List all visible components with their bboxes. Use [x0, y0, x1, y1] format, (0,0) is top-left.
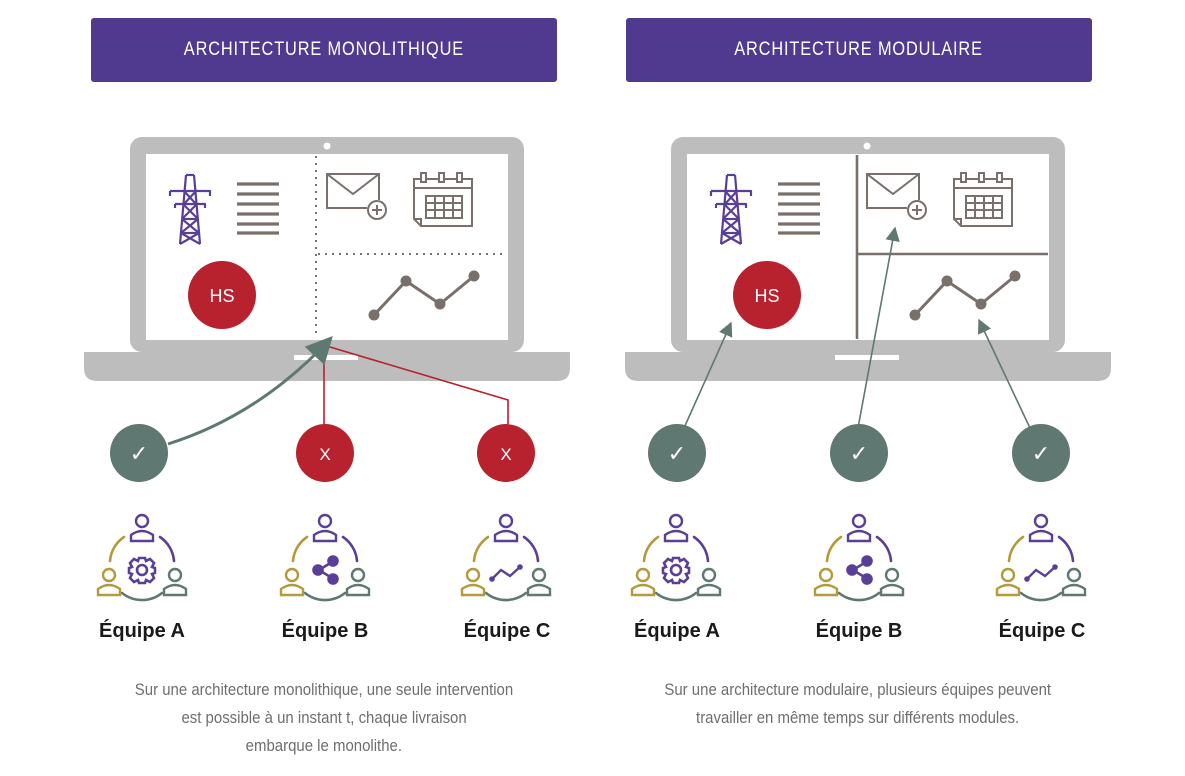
status-team-a-modular: ✓ — [648, 424, 706, 482]
check-icon: ✓ — [668, 442, 686, 467]
hs-label: HS — [209, 286, 234, 306]
team-gear-icon — [96, 513, 188, 602]
monolith-arrow-a — [167, 336, 333, 446]
banner-title: ARCHITECTURE MONOLITHIQUE — [183, 39, 465, 60]
team-chart-icon — [460, 513, 552, 602]
laptop-monolithique — [84, 137, 570, 381]
team-a-label: Équipe A — [634, 619, 720, 642]
hs-badge: HS — [188, 261, 256, 329]
status-team-c-modular: ✓ — [1012, 424, 1070, 482]
caption-line: embarque le monolithe. — [245, 736, 403, 755]
caption-modulaire: Sur une architecture modulaire, plusieur… — [608, 676, 1108, 732]
banner-monolithique: ARCHITECTURE MONOLITHIQUE — [91, 18, 557, 82]
banner-modulaire: ARCHITECTURE MODULAIRE — [626, 18, 1092, 82]
check-icon: ✓ — [850, 442, 868, 467]
status-team-c-monolith: X — [477, 424, 535, 482]
team-a-label: Équipe A — [99, 619, 185, 642]
module-dividers — [855, 155, 1048, 339]
modular-arrows — [683, 226, 1031, 429]
status-team-b-modular: ✓ — [830, 424, 888, 482]
status-team-b-monolith: X — [296, 424, 354, 482]
caption-line: Sur une architecture monolithique, une s… — [134, 680, 514, 699]
status-team-a-monolith: ✓ — [110, 424, 168, 482]
team-b-label: Équipe B — [816, 619, 903, 642]
check-icon: ✓ — [130, 442, 148, 467]
team-c-label: Équipe C — [464, 619, 551, 642]
x-icon: X — [319, 445, 330, 464]
team-share-icon — [813, 513, 905, 602]
caption-monolithique: Sur une architecture monolithique, une s… — [74, 676, 574, 760]
banner-title: ARCHITECTURE MODULAIRE — [734, 39, 984, 60]
team-c-label: Équipe C — [999, 619, 1086, 642]
hs-label: HS — [754, 286, 779, 306]
check-icon: ✓ — [1032, 442, 1050, 467]
caption-line: Sur une architecture modulaire, plusieur… — [664, 680, 1052, 699]
team-share-icon — [279, 513, 371, 602]
caption-line: travailler en même temps sur différents … — [696, 708, 1020, 727]
team-chart-icon — [995, 513, 1087, 602]
team-gear-icon — [630, 513, 722, 602]
team-b-label: Équipe B — [282, 619, 369, 642]
x-icon: X — [500, 445, 511, 464]
hs-badge: HS — [733, 261, 801, 329]
caption-line: est possible à un instant t, chaque livr… — [181, 708, 467, 727]
monolith-dividers — [315, 156, 506, 338]
